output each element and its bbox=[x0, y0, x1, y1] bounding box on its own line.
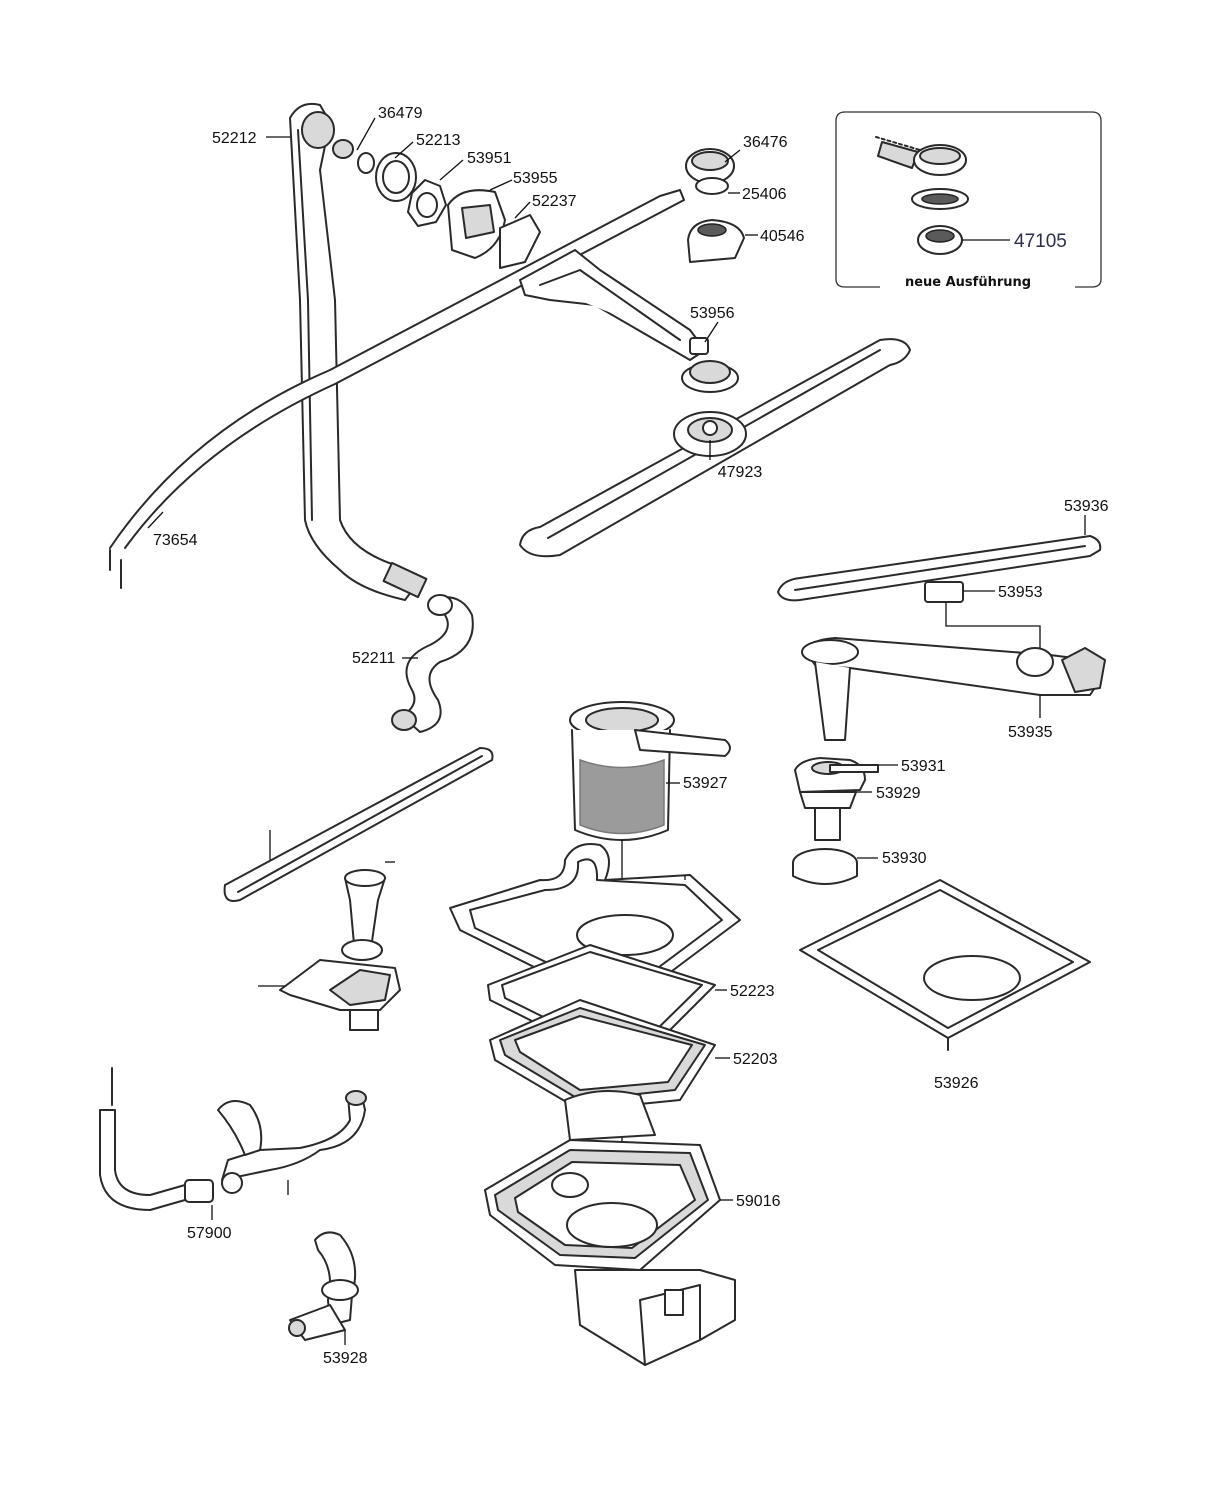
spray-arm-53935 bbox=[801, 637, 1106, 741]
upper-arm-support bbox=[519, 249, 739, 393]
upper-spray-cap bbox=[685, 148, 745, 263]
hose-57900 bbox=[99, 1067, 367, 1211]
tray-53926 bbox=[799, 879, 1091, 1051]
filter-53927 bbox=[569, 701, 731, 1165]
part-label-52223: 52223 bbox=[730, 983, 775, 1000]
inset-caption: neue Ausführung bbox=[905, 275, 1031, 290]
part-label-53931: 53931 bbox=[901, 758, 946, 775]
feed-pipe bbox=[289, 102, 541, 601]
part-label-47923: 47923 bbox=[718, 464, 763, 481]
part-label-53930: 53930 bbox=[882, 850, 927, 867]
part-label-47105: 47105 bbox=[1014, 231, 1067, 252]
part-label-53927: 53927 bbox=[683, 775, 728, 792]
sump-cover bbox=[449, 843, 741, 1111]
part-label-53929: 53929 bbox=[876, 785, 921, 802]
spray-arm-47923 bbox=[519, 338, 911, 558]
part-label-25406: 25406 bbox=[742, 186, 787, 203]
part-label-53926: 53926 bbox=[934, 1075, 979, 1092]
part-label-52212: 52212 bbox=[212, 130, 257, 147]
part-label-40546: 40546 bbox=[760, 228, 805, 245]
part-label-36476: 36476 bbox=[743, 134, 788, 151]
part-label-53955: 53955 bbox=[513, 170, 558, 187]
hose-52211 bbox=[391, 594, 474, 733]
inset-new-version: 47105 neue Ausführung bbox=[835, 111, 1102, 290]
part-label-53936: 53936 bbox=[1064, 498, 1109, 515]
part-label-52211: 52211 bbox=[352, 650, 395, 667]
part-label-73654: 73654 bbox=[153, 532, 198, 549]
part-label-57900: 57900 bbox=[187, 1225, 232, 1242]
part-label-53956: 53956 bbox=[690, 305, 735, 322]
part-label-53951: 53951 bbox=[467, 150, 512, 167]
bottom-spray-arm bbox=[223, 747, 494, 1031]
sump-59016 bbox=[484, 1090, 736, 1366]
part-label-59016: 59016 bbox=[736, 1193, 781, 1210]
leader-lines bbox=[147, 117, 1086, 1345]
part-label-52237: 52237 bbox=[532, 193, 577, 210]
elbow-53928 bbox=[288, 1231, 359, 1341]
long-hose bbox=[109, 189, 685, 589]
hub-parts-right bbox=[792, 757, 879, 885]
spray-arm-53936 bbox=[777, 535, 1102, 650]
part-label-36479: 36479 bbox=[378, 105, 423, 122]
part-label-53953: 53953 bbox=[998, 584, 1043, 601]
part-label-52203: 52203 bbox=[733, 1051, 778, 1068]
part-label-53935: 53935 bbox=[1008, 724, 1053, 741]
part-label-52213: 52213 bbox=[416, 132, 461, 149]
part-label-53928: 53928 bbox=[323, 1350, 368, 1367]
part-labels: 52212 36479 52213 53951 53955 52237 3647… bbox=[153, 105, 1109, 1367]
